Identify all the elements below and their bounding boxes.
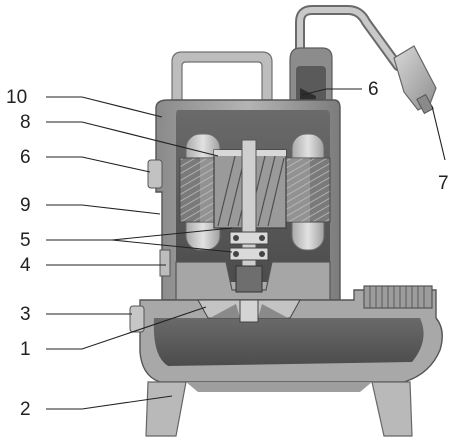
discharge-outlet [363, 285, 433, 309]
callout-7: 7 [438, 173, 449, 194]
callout-10: 10 [6, 87, 27, 108]
callout-2: 2 [20, 399, 31, 420]
leader-9 [46, 204, 161, 215]
leader-6-left [46, 156, 151, 173]
leader-8 [46, 121, 219, 157]
housing-bolt [159, 249, 171, 277]
bearings [229, 231, 269, 261]
callout-8: 8 [20, 112, 31, 133]
leader-lines [46, 88, 446, 410]
leader-7 [431, 105, 446, 161]
callout-3: 3 [20, 304, 31, 325]
callout-4: 4 [20, 255, 31, 276]
callout-labels: 10 8 6 9 5 4 3 1 2 6 7 [6, 79, 449, 420]
leader-2 [46, 395, 173, 410]
side-gland [147, 159, 163, 189]
leader-6-right [301, 88, 362, 96]
carry-handle [171, 51, 273, 101]
callout-9: 9 [20, 195, 31, 216]
callout-1: 1 [20, 339, 31, 360]
impeller [197, 299, 301, 323]
plug [393, 45, 437, 111]
leader-5-b [111, 239, 233, 253]
pump-illustration [129, 5, 443, 437]
callout-5: 5 [20, 230, 31, 251]
pump-base [145, 381, 413, 437]
leader-1 [46, 306, 207, 350]
leader-10 [46, 96, 163, 118]
drain-plug [129, 305, 145, 333]
callout-6-left: 6 [20, 147, 31, 168]
callout-6-right: 6 [368, 79, 379, 100]
power-cord [295, 5, 437, 115]
